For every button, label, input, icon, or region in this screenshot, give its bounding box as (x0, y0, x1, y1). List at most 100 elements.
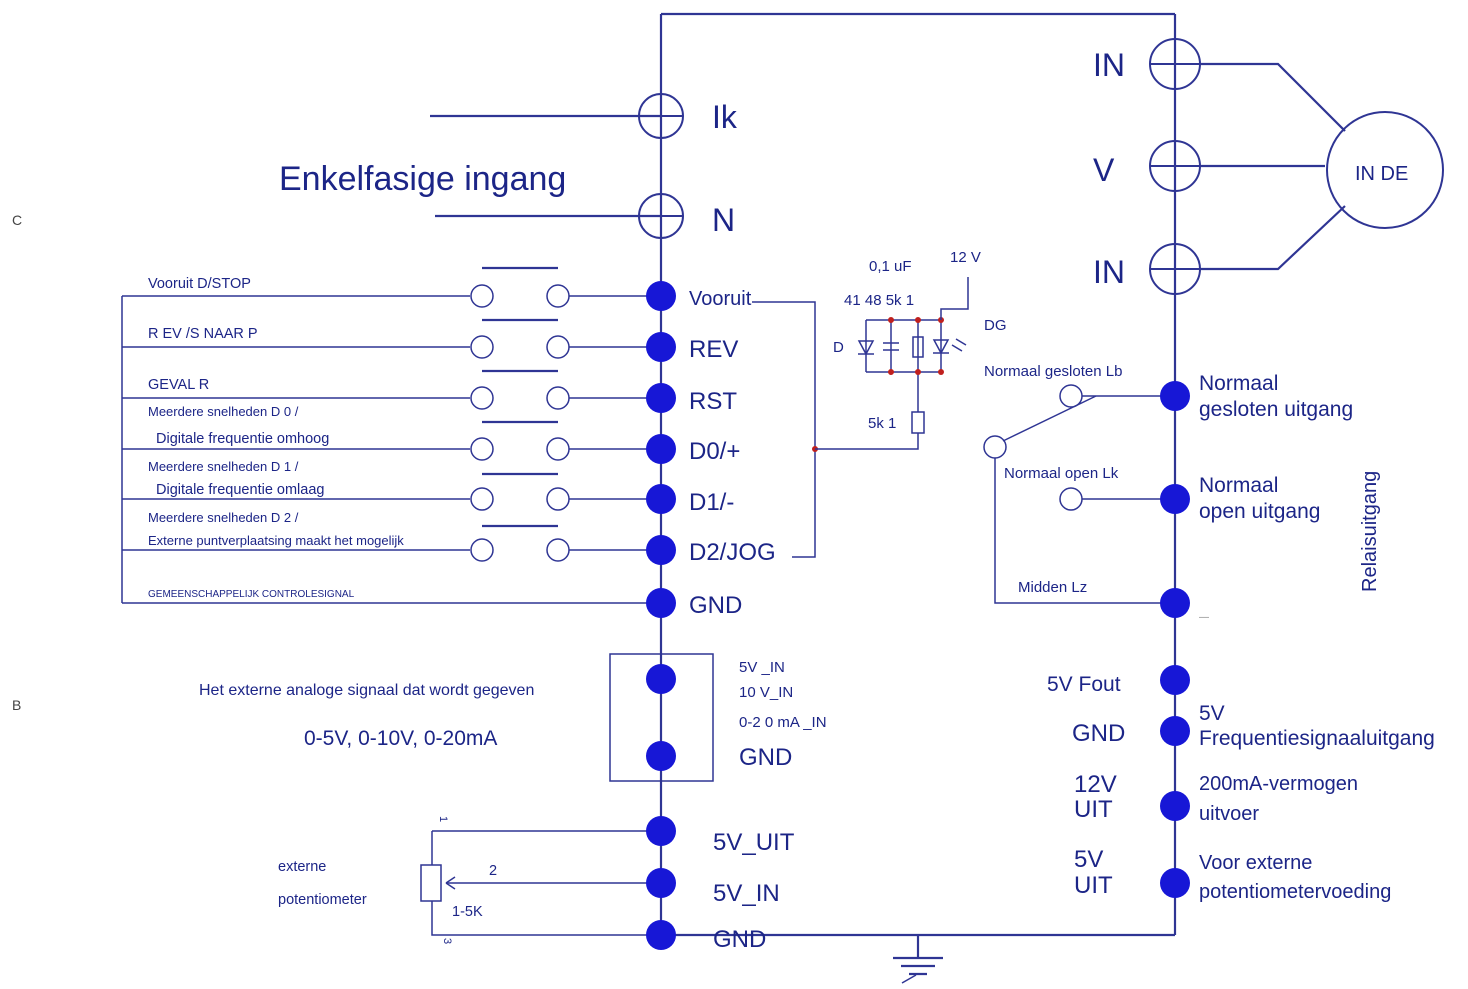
side-marker-c: C (12, 212, 22, 228)
v12-label-2: UIT (1074, 796, 1113, 823)
terminal-label-d0: D0/+ (689, 438, 740, 465)
power-input: Ik N Enkelfasige ingang (279, 93, 738, 239)
v12-label-1: 12V (1074, 771, 1117, 798)
relay-no-contact-label: Normaal open Lk (1004, 465, 1119, 482)
terminal-dot-pot-gnd (646, 920, 676, 950)
control-wire-label-1: R EV /S NAAR P (148, 326, 258, 342)
pot-desc-1: Voor externe (1199, 852, 1312, 874)
terminal-dot-common-gnd (646, 588, 676, 618)
potentiometer-pin3: 3 (441, 938, 453, 944)
control-row-rst: GEVAL R RST (122, 369, 737, 415)
analog-gnd-label: GND (739, 744, 792, 771)
resistor-label: 5k 1 (868, 415, 896, 432)
relay-mid-contact-label: Midden Lz (1018, 579, 1087, 596)
nc-output-line2: gesloten uitgang (1199, 398, 1353, 421)
terminal-dot-d1 (646, 484, 676, 514)
terminal-dot-aux-gnd (1160, 716, 1190, 746)
potentiometer-label-1: externe (278, 859, 326, 875)
terminal-dot-forward (646, 281, 676, 311)
analog-in-label-5v: 5V _IN (739, 659, 785, 676)
diode-icon (857, 340, 875, 356)
motor-icon (1326, 111, 1444, 229)
terminal-label-common-gnd: GND (689, 592, 742, 619)
terminal-dot-d0 (646, 434, 676, 464)
control-wire-label-0: Vooruit D/STOP (148, 276, 251, 292)
motor-label: IN DE (1355, 163, 1408, 185)
terminal-label-d2: D2/JOG (689, 539, 776, 566)
control-wire-label-4b: Digitale frequentie omlaag (156, 482, 324, 498)
resistor-icon (911, 411, 925, 434)
mid-output-label: — (1199, 612, 1209, 623)
analog-ranges: 0-5V, 0-10V, 0-20mA (304, 727, 497, 750)
auxiliary-outputs: 5V Fout GND 12V UIT 5V UIT 5V Frequentie… (1047, 665, 1435, 903)
optocoupler-label: DG (984, 317, 1007, 334)
capacitor-icon (883, 342, 899, 351)
control-wire-label-3b: Digitale frequentie omhoog (156, 431, 329, 447)
terminal-dot-5v-out (646, 816, 676, 846)
analog-input: 5V _IN 10 V_IN 0-2 0 mA _IN GND Het exte… (199, 653, 827, 782)
v5-label-2: UIT (1074, 872, 1113, 899)
side-marker-b: B (12, 697, 21, 713)
pot-desc-2: potentiometervoeding (1199, 881, 1391, 903)
relay-no-contact-icon (1059, 487, 1083, 511)
analog-in-label-20ma: 0-2 0 mA _IN (739, 714, 827, 731)
freq-desc-2: Frequentiesignaaluitgang (1199, 727, 1435, 750)
no-output-line1: Normaal (1199, 474, 1278, 497)
control-row-common: GEMEENSCHAPPELIJK CONTROLESIGNAL GND (122, 588, 742, 619)
potentiometer-icon (420, 864, 442, 902)
terminal-dot-5v (1160, 868, 1190, 898)
capacitor-value-label: 0,1 uF (869, 258, 912, 275)
diode-label: D (833, 339, 844, 356)
ground-symbol-icon (893, 935, 943, 984)
no-output-line2: open uitgang (1199, 500, 1320, 523)
control-row-d2: Meerdere snelheden D 2 / Externe puntver… (122, 510, 776, 566)
potentiometer-section: externe potentiometer 1 2 3 1-5K 5V_UIT … (278, 816, 795, 953)
aux-gnd-label: GND (1072, 720, 1125, 747)
analog-in-label-10v: 10 V_IN (739, 684, 793, 701)
common-wire-label: GEMEENSCHAPPELIJK CONTROLESIGNAL (148, 589, 355, 600)
motor-output: IN V IN IN DE (1093, 38, 1444, 295)
terminal-label-rst: RST (689, 388, 737, 415)
terminal-dot-nc (1160, 381, 1190, 411)
control-wire-label-2: GEVAL R (148, 377, 209, 393)
potentiometer-pin2: 2 (489, 863, 497, 879)
control-row-d1: Meerdere snelheden D 1 / Digitale freque… (122, 459, 734, 516)
control-wire-label-4: Meerdere snelheden D 1 / (148, 459, 299, 474)
terminal-label-rev: REV (689, 336, 738, 363)
ladder-resistor-icon (912, 336, 924, 358)
control-row-forward: Vooruit D/STOP Vooruit (122, 266, 752, 311)
optocoupler-circuit: 5k 1 12 V 0,1 uF 41 48 5k 1 D DG (752, 249, 1007, 558)
terminal-dot-analog-gnd (646, 741, 676, 771)
terminal-w-label: IN (1093, 254, 1125, 290)
analog-input-box (609, 653, 714, 782)
potentiometer-pin1: 1 (437, 816, 449, 822)
control-wire-label-5b: Externe puntverplaatsing maakt het mogel… (148, 533, 404, 548)
control-row-d0: Meerdere snelheden D 0 / Digitale freque… (122, 404, 740, 465)
terminal-v-label: V (1093, 152, 1115, 188)
terminal-label-5v-in: 5V_IN (713, 880, 780, 907)
v5-label-1: 5V (1074, 846, 1103, 873)
freq-desc-1: 5V (1199, 702, 1225, 725)
terminal-dot-5v-in (646, 868, 676, 898)
potentiometer-value: 1-5K (452, 904, 483, 920)
relay-common-contact-icon (983, 435, 1007, 459)
supply-label: 12 V (950, 249, 981, 266)
terminal-label-5v-out: 5V_UIT (713, 829, 795, 856)
terminal-l-label: Ik (712, 99, 738, 135)
fault-label: 5V Fout (1047, 673, 1121, 696)
potentiometer-label-2: potentiometer (278, 892, 367, 908)
relay-section-title: Relaisuitgang (1359, 471, 1381, 592)
terminal-dot-analog-in (646, 664, 676, 694)
terminal-u-label: IN (1093, 47, 1125, 83)
component-values-row: 41 48 5k 1 (844, 292, 914, 309)
control-row-rev: R EV /S NAAR P REV (122, 318, 738, 363)
terminal-dot-no (1160, 484, 1190, 514)
power-desc-2: uitvoer (1199, 803, 1259, 825)
control-inputs: Vooruit D/STOP Vooruit R EV /S NAAR P RE… (121, 266, 776, 619)
optocoupler-led-icon (932, 339, 950, 355)
relay-nc-contact-label: Normaal gesloten Lb (984, 363, 1122, 380)
control-wire-label-5: Meerdere snelheden D 2 / (148, 510, 299, 525)
terminal-label-d1: D1/- (689, 489, 734, 516)
control-wire-label-3: Meerdere snelheden D 0 / (148, 404, 299, 419)
